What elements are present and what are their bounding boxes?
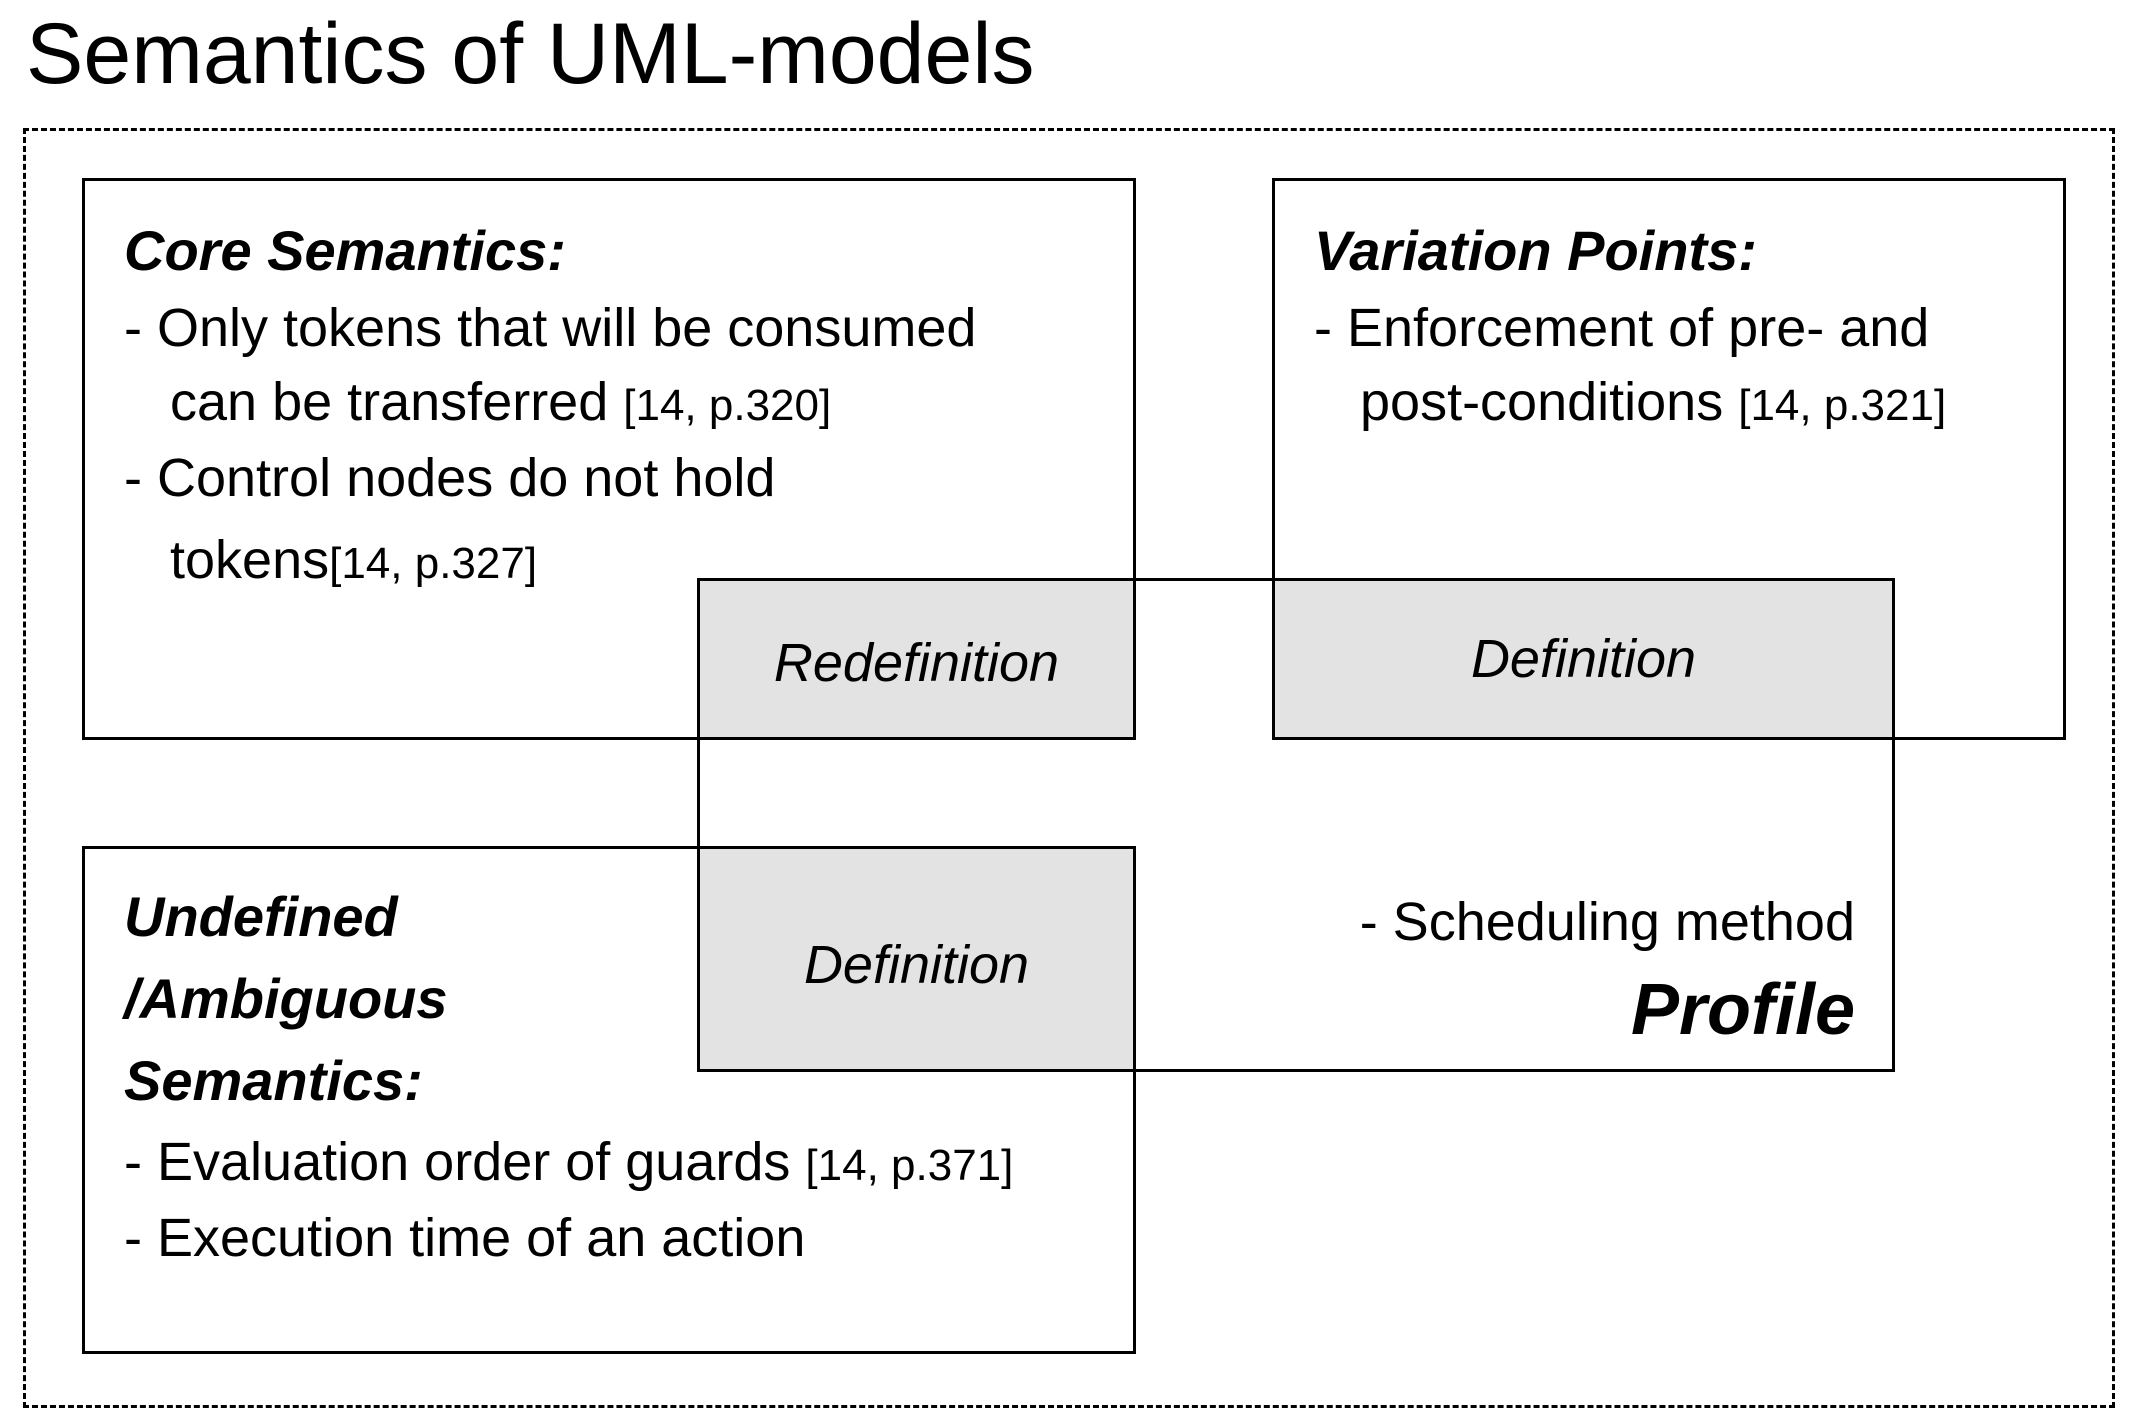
core-item-2-line1: - Control nodes do not hold <box>124 448 776 508</box>
undefined-heading-line3: Semantics: <box>124 1049 423 1112</box>
undefined-item-1: - Evaluation order of guards [14, p.371] <box>124 1132 1014 1192</box>
core-semantics-heading: Core Semantics: <box>124 219 566 282</box>
undefined-heading-line1: Undefined <box>124 885 398 948</box>
page-title: Semantics of UML-models <box>26 6 1035 102</box>
variation-item-1-line1: - Enforcement of pre- and <box>1314 298 1930 358</box>
definition-overlap-bottom <box>697 846 1136 1072</box>
profile-item: - Scheduling method <box>1359 892 1855 952</box>
undefined-semantics-box <box>82 846 1136 1354</box>
undefined-heading-line2: /Ambiguous <box>124 967 448 1030</box>
undefined-item-2: - Execution time of an action <box>124 1208 806 1268</box>
variation-points-heading: Variation Points: <box>1314 219 1757 282</box>
core-item-1-ref: [14, p.320] <box>623 381 832 430</box>
undefined-item-1-ref: [14, p.371] <box>805 1141 1014 1190</box>
core-semantics-box <box>82 178 1136 740</box>
core-item-1-line1: - Only tokens that will be consumed <box>124 298 977 358</box>
core-item-1-line2: can be transferred [14, p.320] <box>170 372 832 432</box>
variation-item-1-ref: [14, p.321] <box>1738 381 1947 430</box>
profile-box <box>697 578 1895 1072</box>
uml-semantics-frame <box>23 128 2115 1408</box>
profile-label: Profile <box>1630 970 1855 1050</box>
redefinition-label: Redefinition <box>773 633 1060 693</box>
core-item-2-line2: tokens[14, p.327] <box>170 530 538 590</box>
definition-label-bottom: Definition <box>803 935 1030 995</box>
variation-item-1-line2: post-conditions [14, p.321] <box>1360 372 1947 432</box>
core-item-2-ref: [14, p.327] <box>329 539 538 588</box>
definition-label-top: Definition <box>1470 629 1697 689</box>
